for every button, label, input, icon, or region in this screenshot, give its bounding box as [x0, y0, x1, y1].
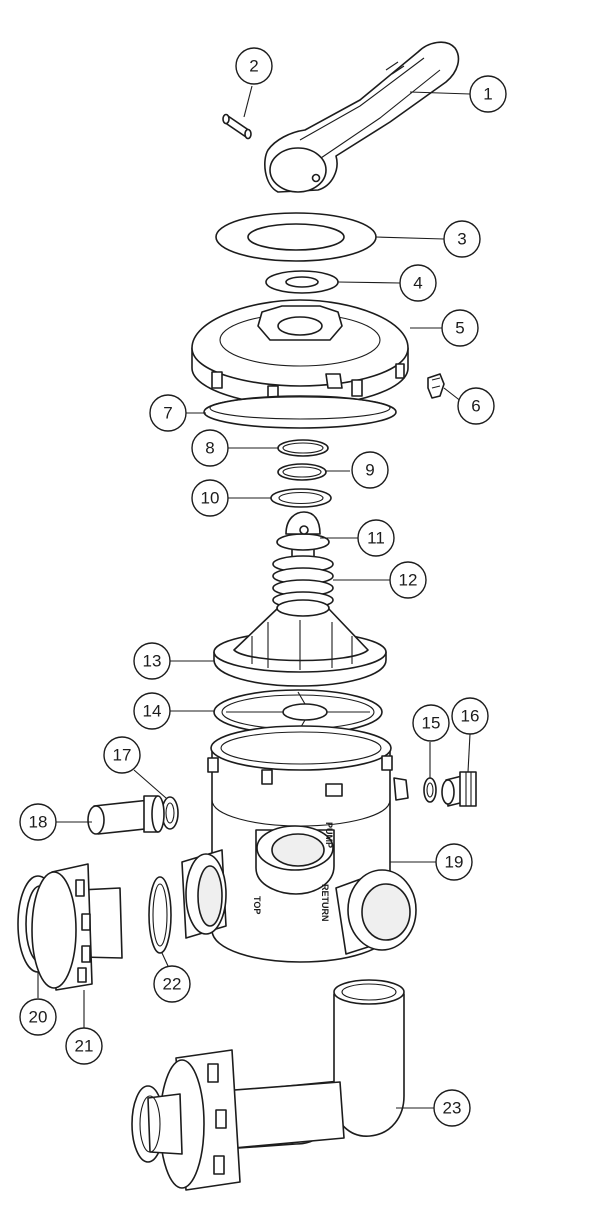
- part-16-plug: [441, 771, 477, 807]
- part-8-o-ring: [277, 439, 329, 457]
- leader-2: [243, 85, 253, 118]
- callout-label-5: 5: [455, 319, 464, 338]
- callout-7: 7: [149, 394, 187, 432]
- leader-4: [337, 281, 401, 284]
- part-21-union-nut: [31, 863, 93, 991]
- part-19-valve-body: PUMP TOP RETURN: [181, 725, 417, 963]
- part-13-rotor: [213, 599, 387, 687]
- callout-label-2: 2: [249, 57, 258, 76]
- callout-21: 21: [65, 1027, 103, 1065]
- callout-4: 4: [399, 264, 437, 302]
- callout-14: 14: [133, 692, 171, 730]
- callout-label-8: 8: [205, 439, 214, 458]
- callout-8: 8: [191, 429, 229, 467]
- part-4-washer: [265, 270, 339, 294]
- callout-label-19: 19: [445, 853, 464, 872]
- callout-label-21: 21: [75, 1037, 94, 1056]
- port-label-return: RETURN: [320, 884, 330, 922]
- leader-17: [133, 769, 167, 799]
- callout-1: 1: [469, 75, 507, 113]
- part-18-tailpiece: [87, 795, 165, 835]
- callout-22: 22: [153, 965, 191, 1003]
- callout-16: 16: [451, 697, 489, 735]
- leader-22: [161, 952, 169, 967]
- callout-2: 2: [235, 47, 273, 85]
- callout-label-15: 15: [422, 714, 441, 733]
- callout-label-3: 3: [457, 230, 466, 249]
- callout-11: 11: [357, 519, 395, 557]
- callout-label-20: 20: [29, 1008, 48, 1027]
- part-7-o-ring: [203, 395, 397, 429]
- callout-13: 13: [133, 642, 171, 680]
- port-label-top: TOP: [252, 896, 262, 914]
- callout-10: 10: [191, 479, 229, 517]
- leader-1: [409, 91, 471, 95]
- callout-9: 9: [351, 451, 389, 489]
- callout-label-9: 9: [365, 461, 374, 480]
- callout-19: 19: [435, 843, 473, 881]
- part-6-clip: [427, 373, 445, 399]
- callout-6: 6: [457, 387, 495, 425]
- callout-20: 20: [19, 998, 57, 1036]
- callout-3: 3: [443, 220, 481, 258]
- callout-5: 5: [441, 309, 479, 347]
- callout-23: 23: [433, 1089, 471, 1127]
- part-1-handle: [264, 41, 460, 193]
- part-5-valve-cover: [191, 299, 409, 407]
- callout-label-23: 23: [443, 1099, 462, 1118]
- callout-label-10: 10: [201, 489, 220, 508]
- callout-label-13: 13: [143, 652, 162, 671]
- callout-label-1: 1: [483, 85, 492, 104]
- callout-17: 17: [103, 736, 141, 774]
- part-22-o-ring: [148, 876, 172, 954]
- callout-label-16: 16: [461, 707, 480, 726]
- callout-18: 18: [19, 803, 57, 841]
- leader-16: [467, 733, 471, 773]
- callout-label-7: 7: [163, 404, 172, 423]
- callout-label-11: 11: [367, 529, 385, 548]
- part-3-cover-gasket: [215, 212, 377, 262]
- callout-label-4: 4: [413, 274, 422, 293]
- callout-label-6: 6: [471, 397, 480, 416]
- part-14-spider-gasket: [213, 689, 383, 735]
- part-15-o-ring: [423, 777, 437, 803]
- port-label-pump: PUMP: [324, 822, 334, 848]
- part-10-o-ring: [270, 488, 332, 508]
- part-2-pin: [222, 113, 252, 140]
- callout-label-22: 22: [163, 975, 182, 994]
- part-9-o-ring: [277, 463, 327, 481]
- callout-15: 15: [412, 704, 450, 742]
- callout-12: 12: [389, 561, 427, 599]
- callout-label-14: 14: [143, 702, 162, 721]
- callout-label-18: 18: [29, 813, 48, 832]
- callout-label-17: 17: [113, 746, 132, 765]
- leader-3: [375, 236, 445, 240]
- leader-lines: [37, 85, 471, 1109]
- callout-label-12: 12: [399, 571, 418, 590]
- part-23-elbow-assembly: [131, 979, 405, 1191]
- part-17-o-ring: [161, 796, 179, 830]
